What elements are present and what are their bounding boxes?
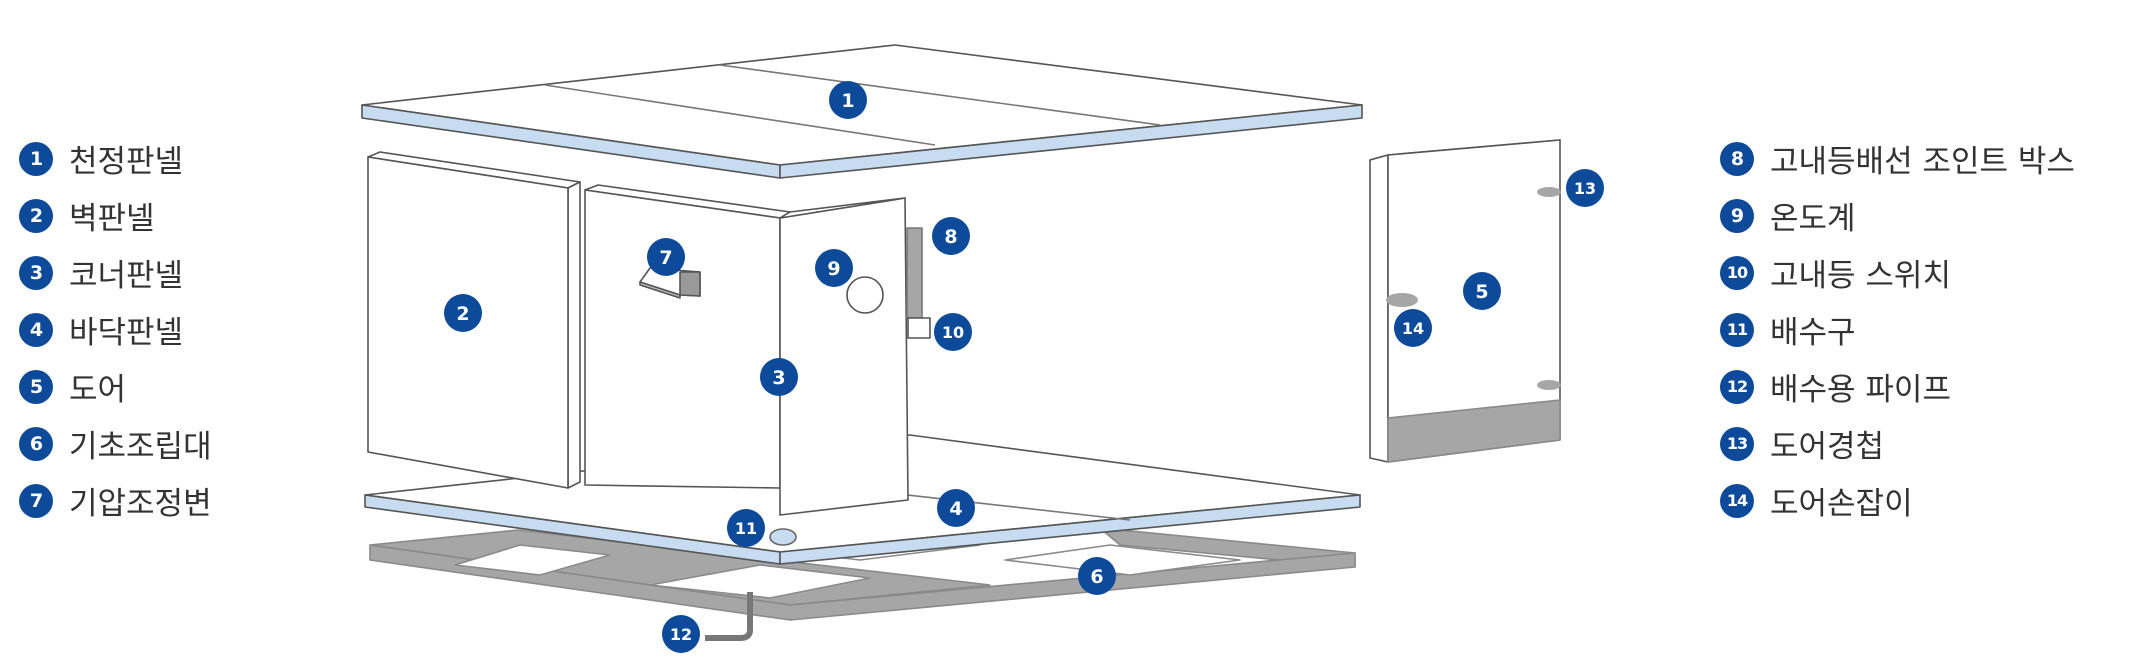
legend-item-corner-panel: 3 코너판넬 — [19, 244, 212, 301]
legend-item-door-handle: 14 도어손잡이 — [1720, 472, 2075, 529]
legend-label: 도어손잡이 — [1770, 486, 1913, 522]
front-wall-panel — [584, 184, 791, 489]
legend-right: 8 고내등배선 조인트 박스 9 온도계 10 고내등 스위치 11 배수구 1… — [1720, 130, 2075, 529]
legend-left: 1 천정판넬 2 벽판넬 3 코너판넬 4 바닥판넬 5 도어 6 기초조립대 … — [19, 130, 212, 529]
callout-11: 11 — [727, 509, 765, 547]
door-hinge-top — [1537, 187, 1561, 197]
legend-badge: 10 — [1720, 255, 1754, 290]
svg-text:5: 5 — [1475, 281, 1488, 303]
svg-text:2: 2 — [456, 303, 469, 325]
svg-text:1: 1 — [841, 90, 854, 112]
svg-text:12: 12 — [670, 625, 692, 644]
legend-item-drain: 11 배수구 — [1720, 301, 2075, 358]
callout-9: 9 — [815, 249, 853, 287]
light-switch — [907, 317, 931, 339]
legend-label: 코너판넬 — [69, 258, 184, 294]
svg-text:11: 11 — [735, 519, 757, 538]
callout-3: 3 — [760, 358, 798, 396]
legend-item-wall-panel: 2 벽판넬 — [19, 187, 212, 244]
legend-badge: 12 — [1720, 369, 1754, 404]
legend-label: 기초조립대 — [69, 429, 212, 465]
legend-item-floor-panel: 4 바닥판넬 — [19, 301, 212, 358]
legend-label: 기압조정변 — [69, 486, 212, 522]
legend-label: 온도계 — [1770, 201, 1856, 237]
legend-badge: 14 — [1720, 483, 1754, 518]
callout-12: 12 — [662, 615, 700, 653]
legend-label: 도어 — [69, 372, 127, 408]
callout-7: 7 — [647, 238, 685, 276]
svg-text:7: 7 — [659, 247, 672, 269]
legend-label: 벽판넬 — [69, 201, 155, 237]
callout-2: 2 — [444, 294, 482, 332]
door-handle — [1386, 293, 1418, 307]
door-hinge-bottom — [1537, 380, 1561, 390]
svg-text:13: 13 — [1574, 179, 1596, 198]
callout-13: 13 — [1566, 169, 1604, 207]
legend-item-base-frame: 6 기초조립대 — [19, 415, 212, 472]
callout-6: 6 — [1078, 557, 1116, 595]
svg-text:6: 6 — [1090, 566, 1103, 588]
svg-text:14: 14 — [1402, 319, 1424, 338]
pressure-valve — [639, 267, 701, 299]
legend-label: 바닥판넬 — [69, 315, 184, 351]
legend-item-light-switch: 10 고내등 스위치 — [1720, 244, 2075, 301]
junction-box — [906, 227, 923, 319]
legend-label: 고내등배선 조인트 박스 — [1770, 144, 2075, 180]
legend-item-ceiling-panel: 1 천정판넬 — [19, 130, 212, 187]
legend-item-pressure-valve: 7 기압조정변 — [19, 472, 212, 529]
legend-badge: 6 — [19, 426, 53, 461]
legend-badge: 1 — [19, 141, 53, 176]
thermometer — [846, 276, 884, 314]
svg-text:4: 4 — [949, 498, 962, 520]
svg-text:9: 9 — [827, 258, 840, 280]
callout-14: 14 — [1394, 309, 1432, 347]
drain-pipe — [705, 592, 753, 641]
legend-item-junction-box: 8 고내등배선 조인트 박스 — [1720, 130, 2075, 187]
legend-badge: 3 — [19, 255, 53, 290]
svg-text:10: 10 — [942, 323, 964, 342]
legend-item-door-hinge: 13 도어경첩 — [1720, 415, 2075, 472]
legend-badge: 11 — [1720, 312, 1754, 347]
legend-badge: 4 — [19, 312, 53, 347]
legend-badge: 9 — [1720, 198, 1754, 233]
legend-label: 천정판넬 — [69, 144, 184, 180]
legend-badge: 8 — [1720, 141, 1754, 176]
legend-badge: 13 — [1720, 426, 1754, 461]
legend-item-door: 5 도어 — [19, 358, 212, 415]
legend-label: 배수용 파이프 — [1770, 372, 1951, 408]
legend-badge: 2 — [19, 198, 53, 233]
door — [1369, 139, 1561, 463]
legend-label: 배수구 — [1770, 315, 1856, 351]
callout-8: 8 — [932, 217, 970, 255]
legend-label: 고내등 스위치 — [1770, 258, 1951, 294]
callout-4: 4 — [937, 489, 975, 527]
legend-label: 도어경첩 — [1770, 429, 1885, 465]
legend-item-thermometer: 9 온도계 — [1720, 187, 2075, 244]
legend-item-drain-pipe: 12 배수용 파이프 — [1720, 358, 2075, 415]
drain — [769, 528, 797, 546]
corner-panel — [779, 197, 909, 516]
svg-text:8: 8 — [944, 226, 957, 248]
legend-badge: 5 — [19, 369, 53, 404]
callout-5: 5 — [1463, 272, 1501, 310]
callout-10: 10 — [934, 313, 972, 351]
svg-text:3: 3 — [772, 367, 785, 389]
legend-badge: 7 — [19, 483, 53, 518]
callout-1: 1 — [829, 81, 867, 119]
